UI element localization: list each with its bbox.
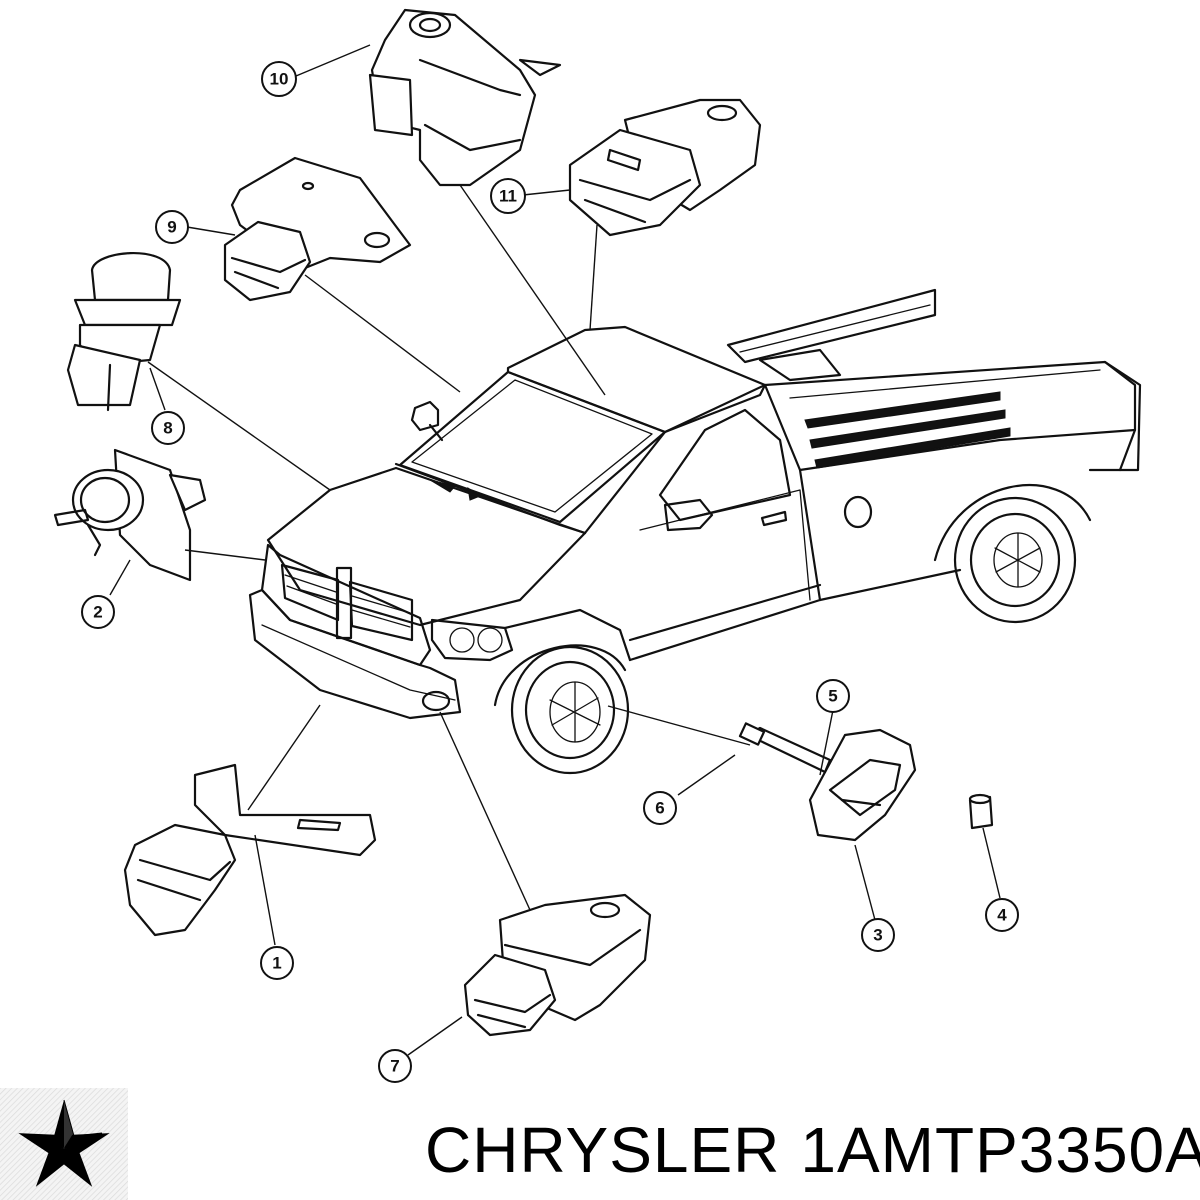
svg-text:5: 5 xyxy=(828,687,837,706)
svg-text:2: 2 xyxy=(93,603,102,622)
callout-10: 10 xyxy=(261,61,297,97)
part-7-impact-sensor xyxy=(463,893,652,1037)
svg-text:1: 1 xyxy=(272,954,281,973)
callout-7: 7 xyxy=(378,1049,412,1083)
pentastar-icon xyxy=(0,1088,128,1200)
callout-9: 9 xyxy=(155,210,189,244)
brand-name: CHRYSLER xyxy=(425,1114,781,1186)
svg-text:6: 6 xyxy=(655,799,664,818)
callout-5: 5 xyxy=(816,679,850,713)
part-9-sensor xyxy=(223,156,412,302)
callout-8: 8 xyxy=(151,411,185,445)
leader-lines xyxy=(109,44,1001,1056)
callout-1: 1 xyxy=(260,946,294,980)
callout-11: 11 xyxy=(490,178,526,214)
svg-text:7: 7 xyxy=(390,1057,399,1076)
part-5-valve-stem xyxy=(738,722,832,774)
svg-text:8: 8 xyxy=(163,419,172,438)
callout-6: 6 xyxy=(643,791,677,825)
part-1-sensor-bracket xyxy=(123,763,377,937)
svg-text:9: 9 xyxy=(167,218,176,237)
svg-text:4: 4 xyxy=(997,906,1007,925)
callout-4: 4 xyxy=(985,898,1019,932)
svg-text:11: 11 xyxy=(499,187,517,206)
part-8-bulb-socket xyxy=(66,251,182,412)
pickup-truck-illustration xyxy=(248,288,1142,775)
svg-text:3: 3 xyxy=(873,926,882,945)
part-number: 1AMTP3350A xyxy=(800,1114,1200,1186)
svg-text:10: 10 xyxy=(270,70,289,89)
callout-2: 2 xyxy=(81,595,115,629)
part-10-sensor-module xyxy=(368,8,562,187)
callout-3: 3 xyxy=(861,918,895,952)
part-4-valve-cap xyxy=(968,793,994,830)
part-2-lamp-socket xyxy=(53,448,207,582)
part-caption: CHRYSLER 1AMTP3350A xyxy=(425,1105,1200,1195)
part-3-tpms-sensor xyxy=(808,728,917,842)
part-11-impact-sensor xyxy=(568,98,762,237)
